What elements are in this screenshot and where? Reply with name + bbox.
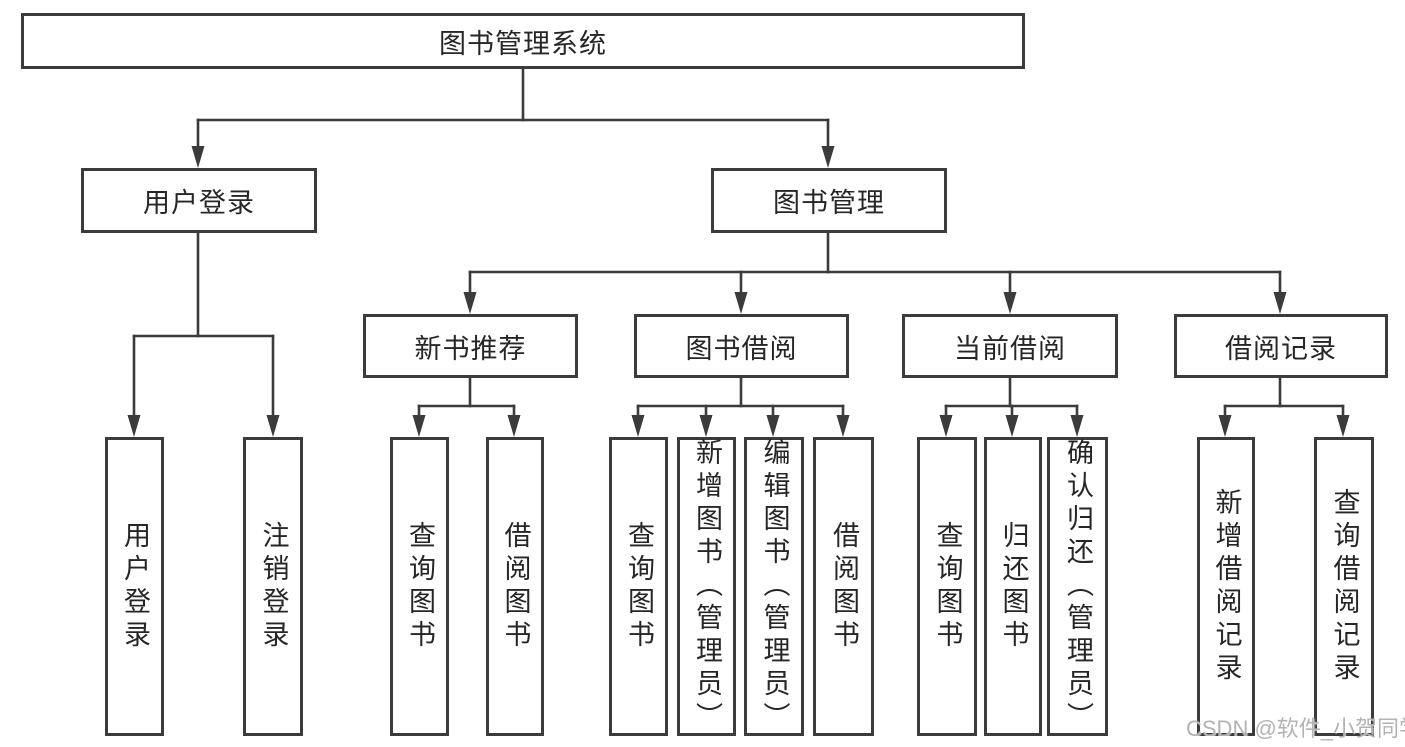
leaf-current-confirm-return-admin: 确认归还（管理员）	[1047, 437, 1108, 736]
node-label: 借阅记录	[1225, 333, 1337, 364]
node-label: 确认归还（管理员）	[1063, 438, 1093, 735]
node-current-borrow: 当前借阅	[902, 314, 1118, 378]
csdn-watermark: CSDN @软件_小贺同学	[1186, 716, 1405, 741]
arrowhead-icons	[127, 146, 1350, 437]
node-label: 查询图书	[932, 520, 963, 653]
leaf-recommend-query-books: 查询图书	[390, 437, 449, 736]
leaf-borrow-edit-books-admin: 编辑图书（管理员）	[744, 437, 804, 736]
node-label: 当前借阅	[954, 333, 1066, 364]
node-borrow-record: 借阅记录	[1174, 314, 1388, 378]
leaf-user-login: 用户登录	[105, 437, 164, 736]
node-book-borrow: 图书借阅	[634, 314, 849, 378]
node-label: 用户登录	[120, 520, 150, 653]
node-book-management: 图书管理	[711, 168, 947, 233]
node-label: 归还图书	[998, 520, 1029, 653]
leaf-current-return-books: 归还图书	[984, 437, 1042, 736]
node-label: 查询借阅记录	[1329, 487, 1360, 686]
leaf-record-query-borrow-record: 查询借阅记录	[1314, 437, 1374, 736]
node-label: 查询图书	[624, 520, 654, 653]
node-label: 新增图书（管理员）	[692, 438, 722, 735]
node-label: 新增借阅记录	[1211, 487, 1242, 686]
leaf-current-query-books: 查询图书	[917, 437, 977, 736]
leaf-borrow-add-books-admin: 新增图书（管理员）	[677, 437, 736, 736]
node-label: 编辑图书（管理员）	[759, 438, 790, 735]
node-label: 借阅图书	[500, 520, 531, 653]
leaf-logout: 注销登录	[243, 437, 303, 736]
node-label: 图书借阅	[685, 333, 798, 364]
leaf-recommend-borrow-books: 借阅图书	[486, 437, 544, 736]
node-label: 注销登录	[258, 520, 289, 653]
node-label: 查询图书	[405, 520, 435, 653]
node-root-library-management-system: 图书管理系统	[21, 13, 1025, 69]
node-label: 借阅图书	[829, 520, 859, 653]
node-new-book-recommend: 新书推荐	[363, 314, 578, 378]
leaf-borrow-borrow-books: 借阅图书	[813, 437, 874, 736]
node-user-login: 用户登录	[81, 168, 317, 233]
node-label: 图书管理	[773, 188, 885, 218]
leaf-borrow-query-books: 查询图书	[609, 437, 668, 736]
node-label: 新书推荐	[414, 333, 527, 364]
leaf-record-add-borrow-record: 新增借阅记录	[1197, 437, 1255, 736]
node-label: 图书管理系统	[439, 28, 607, 59]
node-label: 用户登录	[143, 188, 255, 218]
